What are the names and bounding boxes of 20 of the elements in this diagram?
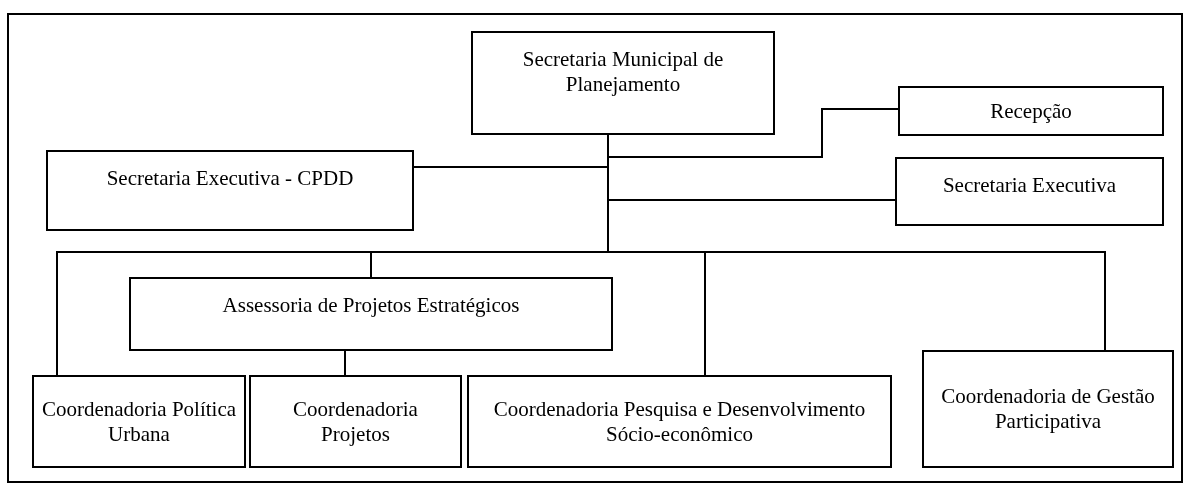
unit-name: Secretaria Executiva: [942, 173, 1117, 198]
unit-name: Recepção: [990, 98, 1072, 124]
org-unit-box: [129, 277, 613, 351]
unit-name: Coordenadoria Projetos: [292, 396, 419, 447]
org-unit-box: [32, 375, 246, 468]
org-unit-box: [895, 157, 1164, 226]
org-unit-box: [471, 31, 775, 135]
org-unit-box: [898, 86, 1164, 136]
unit-name: Coordenadoria Política Urbana: [40, 396, 238, 447]
org-unit-box: [922, 350, 1174, 468]
unit-name: Secretaria Executiva - CPDD: [106, 166, 354, 191]
unit-name: Coordenadoria de Gestão Participativa: [940, 384, 1156, 434]
connector-line: [344, 350, 346, 376]
org-unit-box: [249, 375, 462, 468]
unit-name: Secretaria Municipal de Planejamento: [521, 47, 725, 97]
org-unit-box: [467, 375, 892, 468]
connector-line: [607, 108, 899, 158]
org-unit-box: [46, 150, 414, 231]
unit-name: Assessoria de Projetos Estratégicos: [222, 293, 520, 318]
unit-name: Coordenadoria Pesquisa e Desenvolvimento Sócio-econômico: [492, 396, 867, 447]
